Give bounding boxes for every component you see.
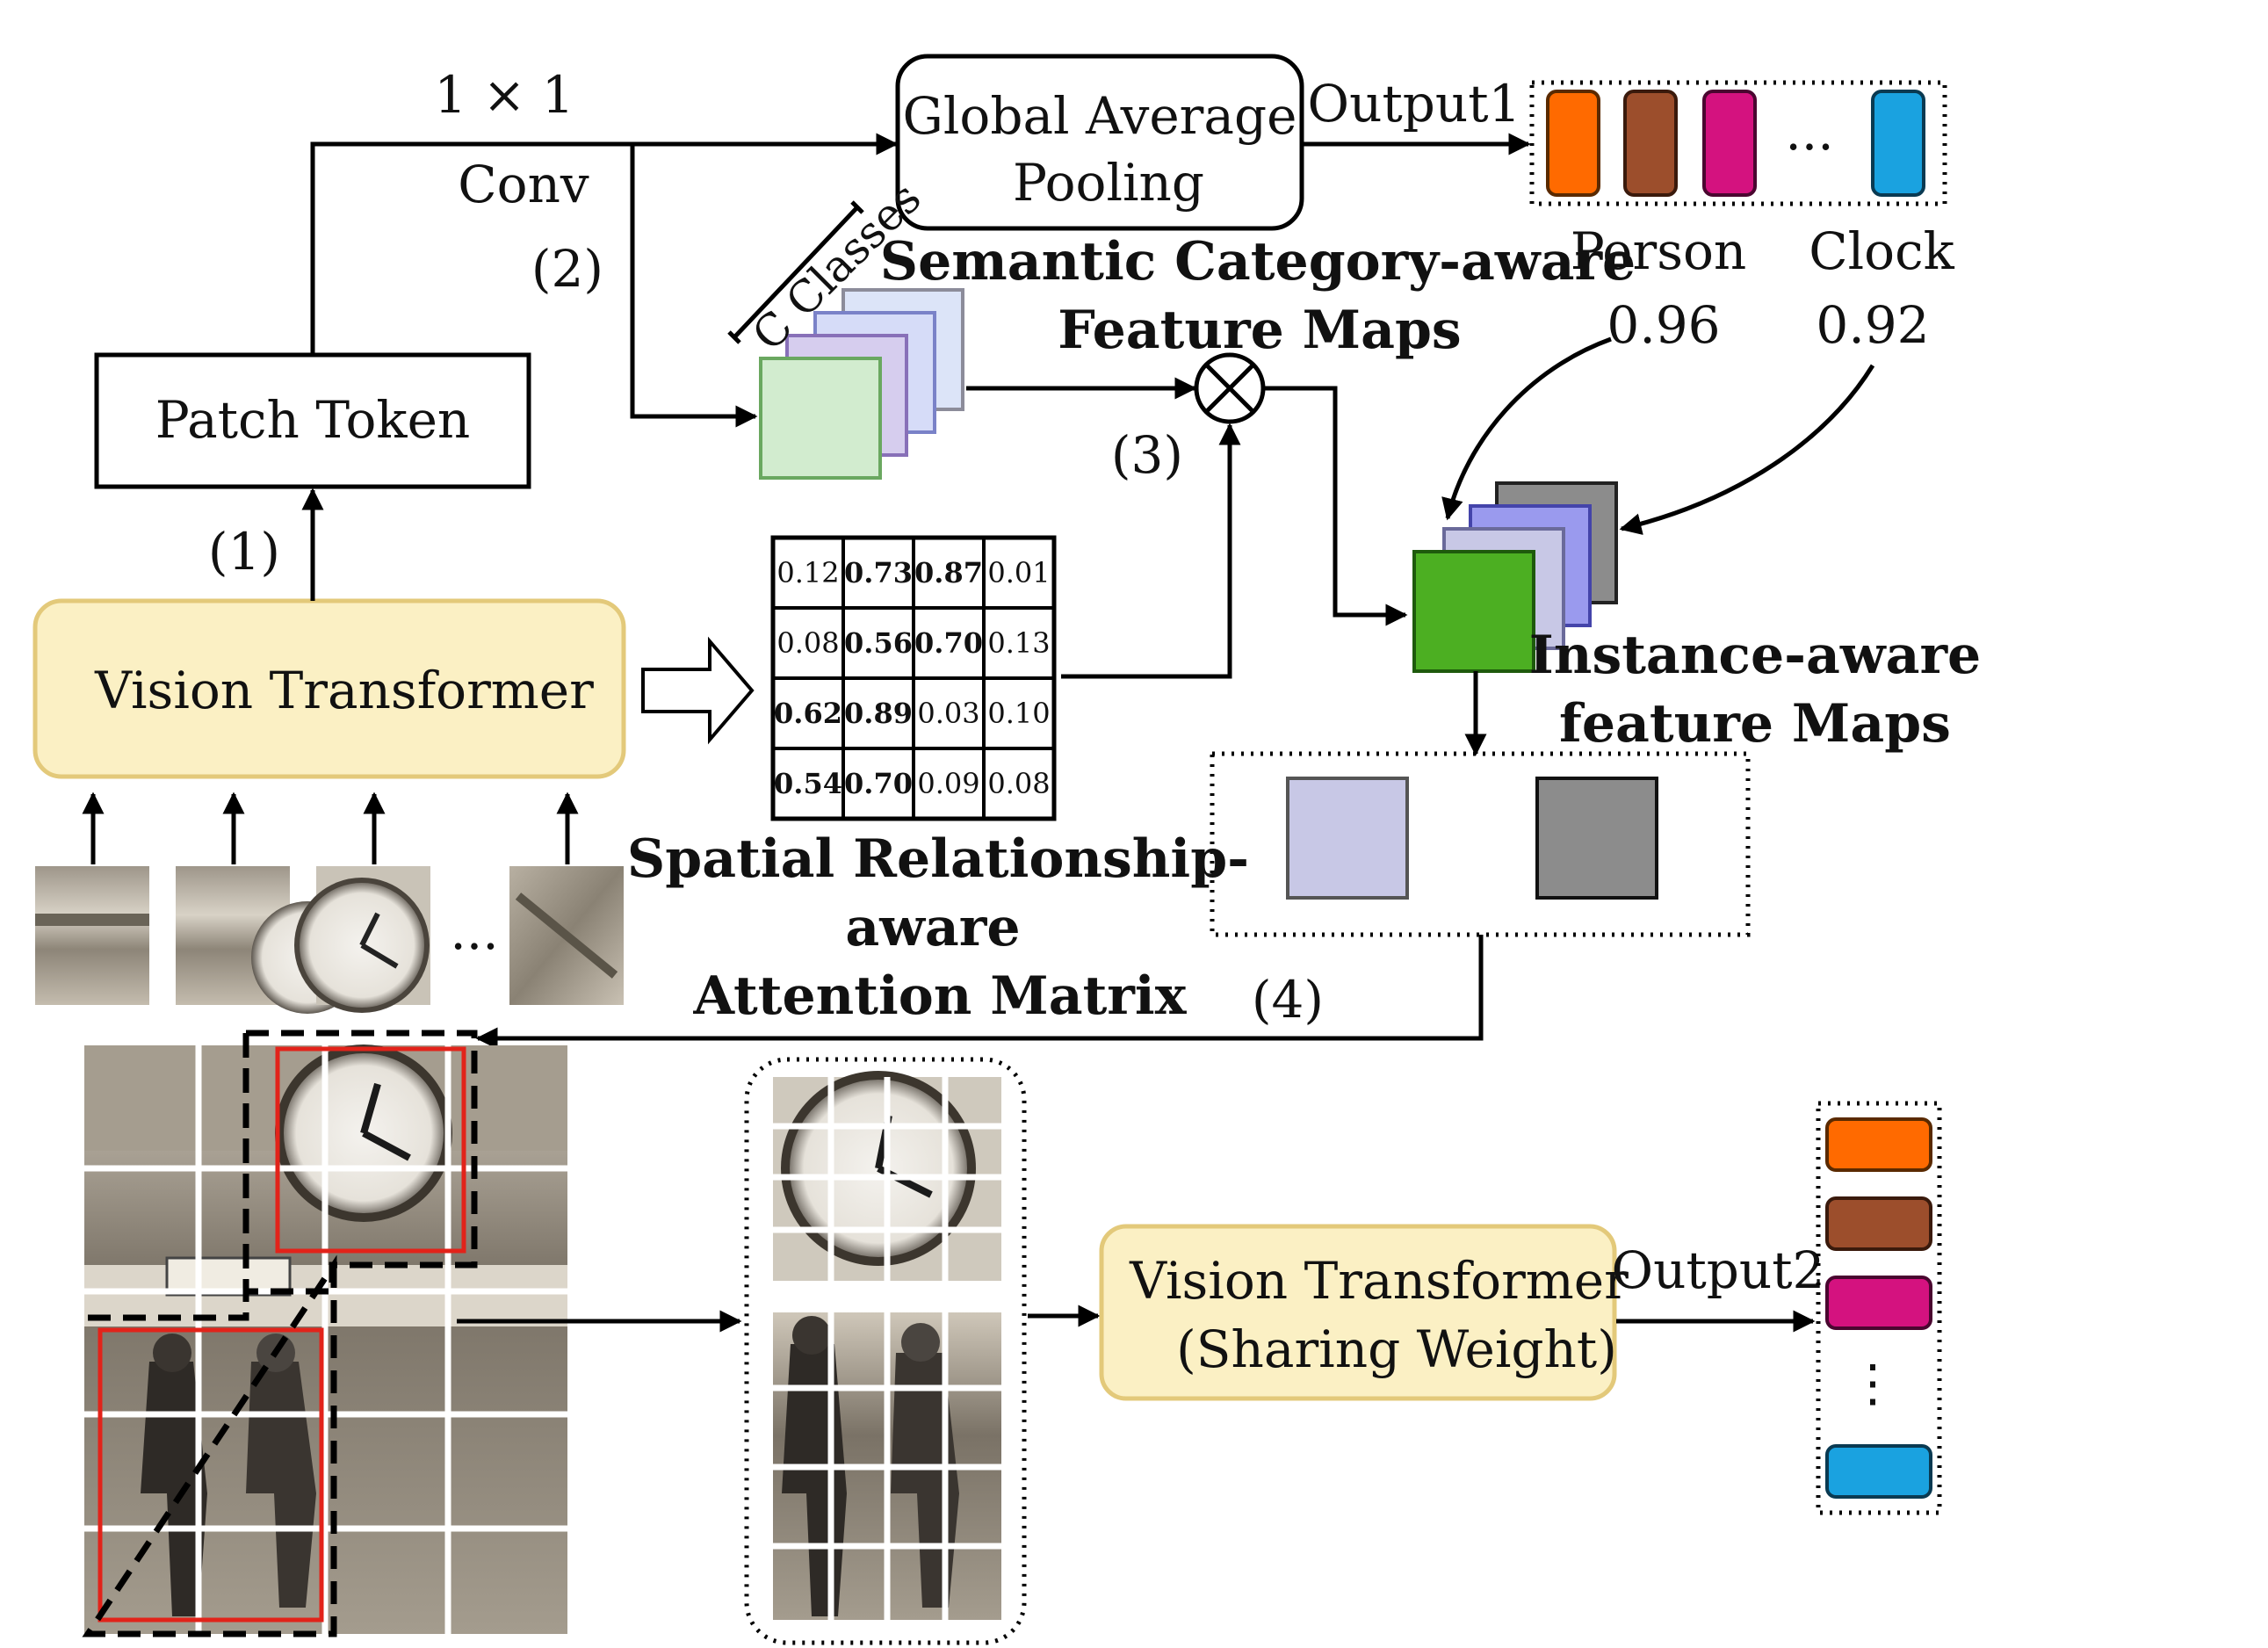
gap-label-line1: Global Average: [903, 86, 1297, 146]
matrix-cell: 0.54: [774, 767, 842, 800]
step-4-label: (4): [1252, 970, 1324, 1030]
spatial-label-line2: aware: [845, 897, 1020, 958]
conv-kernel-label: 1 × 1: [434, 65, 574, 125]
instance-maps-label-line2: feature Maps: [1559, 693, 1951, 755]
selected-map-lavender: [1286, 777, 1409, 900]
output2-token-magenta: [1825, 1276, 1932, 1330]
matrix-cell: 0.56: [844, 626, 913, 660]
matrix-cell: 0.73: [844, 556, 913, 589]
output2-ellipsis: ⋮: [1847, 1353, 1898, 1413]
input-patch-row: ...: [35, 791, 624, 1014]
matrix-cell: 0.87: [914, 556, 983, 589]
step-2-label: (2): [531, 239, 603, 299]
selected-instance-maps: [1210, 751, 1751, 937]
output2-token-blue: [1825, 1444, 1932, 1499]
input-patch-image-4: [509, 866, 624, 1005]
cropped-regions: [744, 1057, 1027, 1645]
instance-maps-label-line1: Instance-aware: [1529, 625, 1981, 686]
matrix-to-multiply-arrow: [1061, 423, 1241, 679]
matrix-cell: 0.62: [774, 697, 842, 730]
patch-to-conv-line: [310, 141, 632, 355]
instance-feature-maps-stack: [1412, 481, 1618, 673]
person-to-instance-arrow: [1441, 336, 1612, 521]
output2-label: Output2: [1612, 1240, 1825, 1300]
input-patch-ellipsis: ...: [450, 901, 498, 961]
gap-label-line2: Pooling: [1013, 153, 1204, 213]
vt-to-matrix-hollow-arrow: [641, 636, 755, 745]
output1-label: Output1: [1308, 74, 1521, 134]
input-patch-image-2: [176, 866, 364, 1014]
selected-map-gray: [1535, 777, 1658, 900]
class-token-blue: [1871, 90, 1925, 197]
vision-transformer-block: Vision Transformer: [33, 598, 626, 779]
person-label: Person: [1571, 221, 1747, 281]
original-image: [82, 1030, 567, 1637]
class-token-orange: [1546, 90, 1600, 197]
output1-token-group: ...: [1529, 80, 1947, 206]
class-token-brown: [1623, 90, 1678, 197]
vision-transformer-label: Vision Transformer: [94, 661, 594, 720]
person-score: 0.96: [1607, 295, 1720, 355]
global-average-pooling-box: Global Average Pooling: [895, 54, 1304, 231]
matrix-cell: 0.13: [987, 626, 1050, 660]
matrix-cell: 0.09: [917, 767, 979, 800]
matrix-cell: 0.70: [914, 626, 983, 660]
output2-token-group: ⋮: [1816, 1101, 1942, 1515]
input-patch-image-3: [294, 866, 430, 1013]
matrix-cell: 0.10: [987, 697, 1050, 730]
clock-label: Clock: [1809, 221, 1954, 281]
input-patch-image-1: [35, 866, 149, 1005]
c-classes-bracket-tick-start: [727, 330, 741, 344]
vt-sharing-label-line2: (Sharing Weight): [1176, 1319, 1617, 1379]
matrix-cell: 0.89: [844, 697, 913, 730]
c-classes-bracket-tick-end: [850, 200, 864, 214]
matrix-cell: 0.08: [987, 767, 1050, 800]
step-1-label: (1): [208, 522, 280, 582]
conv-label: Conv: [458, 155, 589, 214]
patch-token-label: Patch Token: [155, 390, 471, 450]
output2-token-orange: [1825, 1117, 1932, 1172]
matrix-cell: 0.70: [844, 767, 913, 800]
semantic-maps-label-line2: Feature Maps: [1058, 300, 1461, 361]
spatial-label-line1: Spatial Relationship-: [627, 828, 1249, 890]
matrix-cell: 0.08: [776, 626, 839, 660]
clock-to-instance-arrow: [1619, 364, 1875, 535]
vt-sharing-label-line1: Vision Transformer: [1129, 1251, 1629, 1311]
vision-transformer-sharing-block: Vision Transformer (Sharing Weight): [1099, 1224, 1629, 1401]
patch-token-box: Patch Token: [94, 352, 531, 489]
multiply-node: [1194, 352, 1266, 424]
multiply-to-instance-arrow: [1263, 386, 1408, 626]
c-classes-bracket: [733, 206, 859, 339]
semantic-maps-label-line1: Semantic Category-aware: [880, 231, 1636, 293]
conv-to-feature-maps-arrow: [630, 144, 758, 428]
matrix-cell: 0.12: [776, 556, 839, 589]
matrix-cell: 0.01: [987, 556, 1050, 589]
output2-token-brown: [1825, 1196, 1932, 1251]
matrix-cell: 0.03: [917, 697, 979, 730]
semantic-feature-maps-stack: [759, 288, 964, 480]
selected-to-crop-arrow: [475, 935, 1484, 1050]
spatial-label-line3: Attention Matrix: [693, 965, 1188, 1027]
class-token-magenta: [1702, 90, 1757, 197]
clock-score: 0.92: [1816, 295, 1929, 355]
step-3-label: (3): [1111, 425, 1183, 485]
output1-ellipsis: ...: [1785, 102, 1833, 162]
